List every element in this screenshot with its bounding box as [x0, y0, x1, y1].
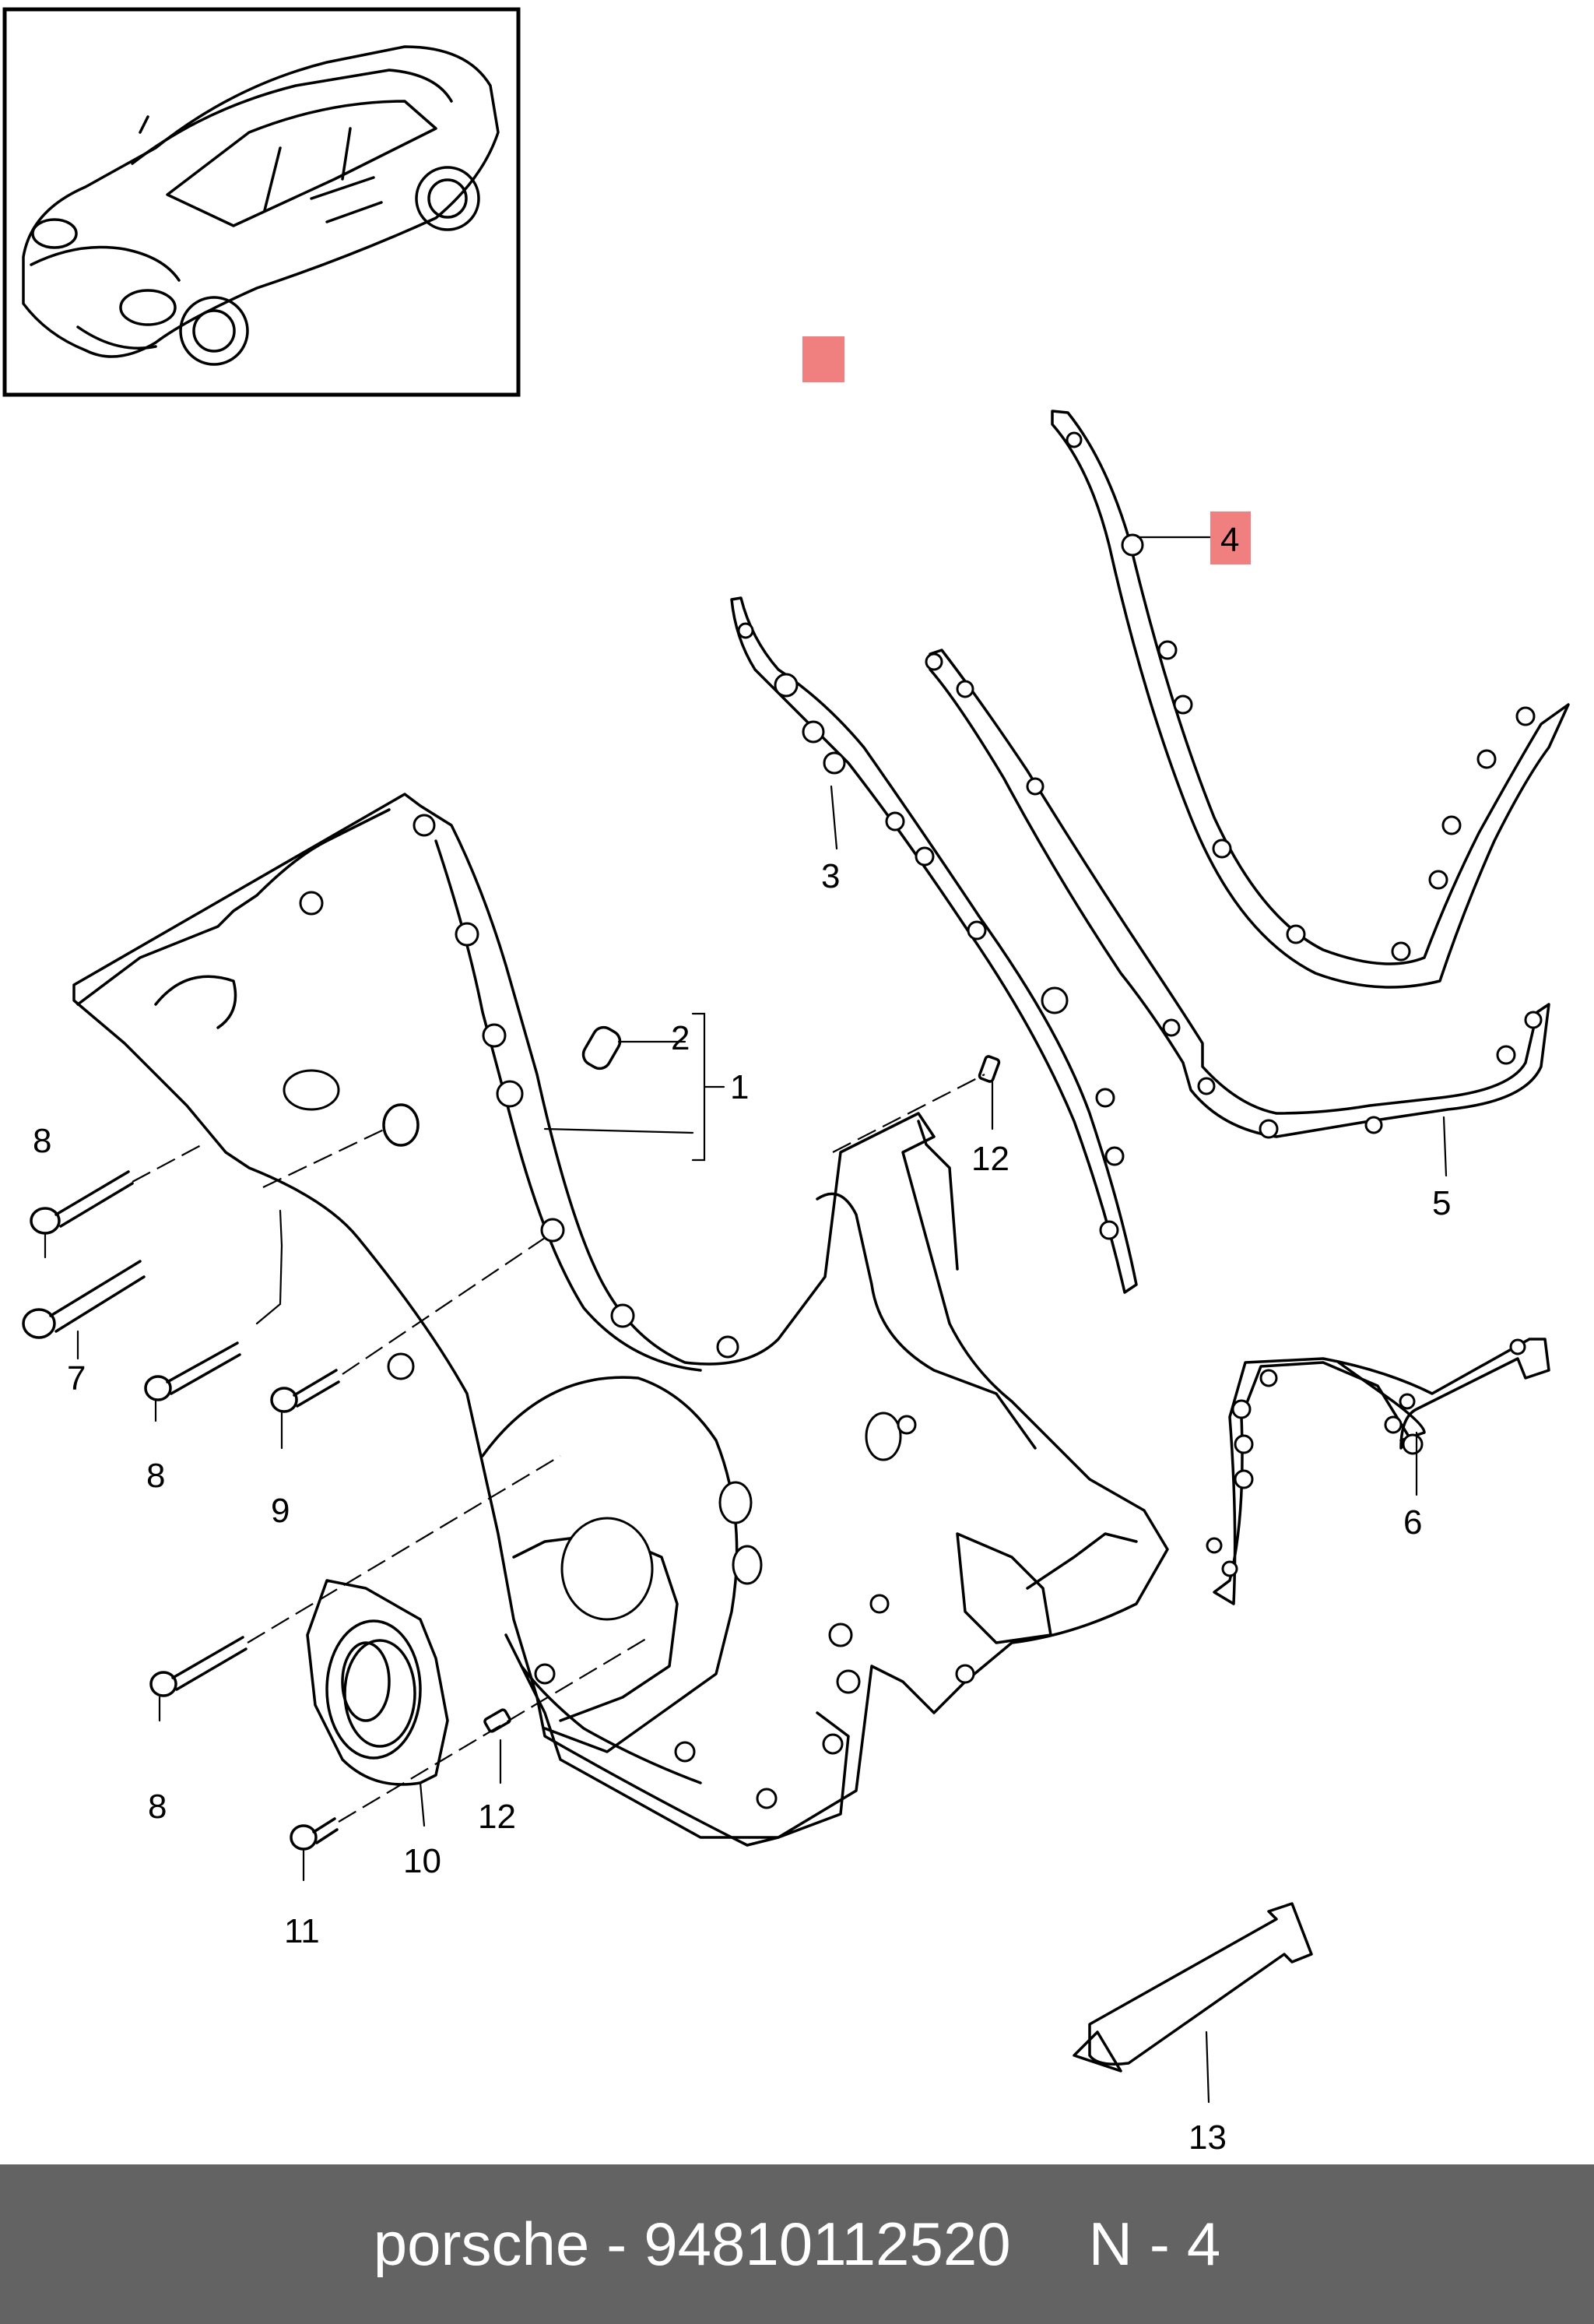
gasket-4 — [1051, 410, 1570, 989]
washer — [382, 1103, 420, 1147]
assembly-lines — [132, 1074, 985, 1823]
gasket-5 — [925, 649, 1550, 1139]
parts-diagram: 1 2 3 4 5 6 7 8 8 8 9 10 11 12 12 13 — [2, 7, 1570, 2157]
bolt-9 — [270, 1369, 340, 1413]
footer-brand: porsche — [373, 2210, 590, 2278]
footer-ref-separator: - — [1149, 2210, 1170, 2278]
screw-11 — [290, 1817, 339, 1851]
seal-carrier-10 — [306, 1579, 449, 1786]
callout-10: 10 — [403, 1842, 441, 1880]
footer-separator: - — [606, 2210, 627, 2278]
callout-12-upper: 12 — [971, 1140, 1009, 1178]
callout-labels: 1 2 3 4 5 6 7 8 8 8 9 10 11 12 12 13 — [33, 512, 1451, 2157]
callout-6: 6 — [1403, 1503, 1422, 1542]
leader-lines — [44, 536, 1448, 2104]
callout-1: 1 — [730, 1068, 749, 1106]
gasket-6 — [1206, 1338, 1550, 1605]
callout-4: 4 — [1220, 521, 1239, 559]
gasket-3 — [730, 596, 1138, 1294]
footer-part-number: 94810112520 — [644, 2210, 1011, 2278]
callout-12-lower: 12 — [478, 1798, 516, 1836]
callout-11: 11 — [284, 1912, 320, 1950]
callout-4-highlight — [1210, 512, 1251, 564]
footer-ref-number: 4 — [1186, 2210, 1221, 2278]
bolt-8-lower — [149, 1636, 248, 1697]
callout-8-upper: 8 — [33, 1122, 51, 1160]
bolt-7 — [22, 1260, 146, 1339]
bolt-8-upper — [30, 1170, 134, 1235]
sealant-tube-13 — [1073, 1902, 1313, 2073]
callout-5: 5 — [1432, 1184, 1451, 1222]
callout-7: 7 — [67, 1359, 86, 1398]
dowel-pin-2 — [581, 1025, 622, 1071]
callout-8-lower: 8 — [148, 1788, 167, 1826]
callout-8-middle: 8 — [146, 1457, 165, 1495]
set-screw-12-lower — [483, 1708, 511, 1733]
callout-3: 3 — [821, 857, 840, 895]
timing-cover-housing — [72, 793, 1169, 1847]
vehicle-thumbnail — [2, 7, 521, 397]
bolt-8-middle — [144, 1341, 241, 1401]
callout-13: 13 — [1188, 2118, 1227, 2157]
footer-bar: porsche - 94810112520 N - 4 — [0, 2164, 1594, 2324]
callout-2: 2 — [671, 1019, 690, 1057]
car-illustration-icon — [22, 45, 500, 366]
footer-ref-label: N — [1088, 2210, 1132, 2278]
highlight-marker — [802, 336, 844, 382]
set-screw-12-upper — [978, 1055, 1001, 1083]
callout-9: 9 — [271, 1492, 290, 1530]
